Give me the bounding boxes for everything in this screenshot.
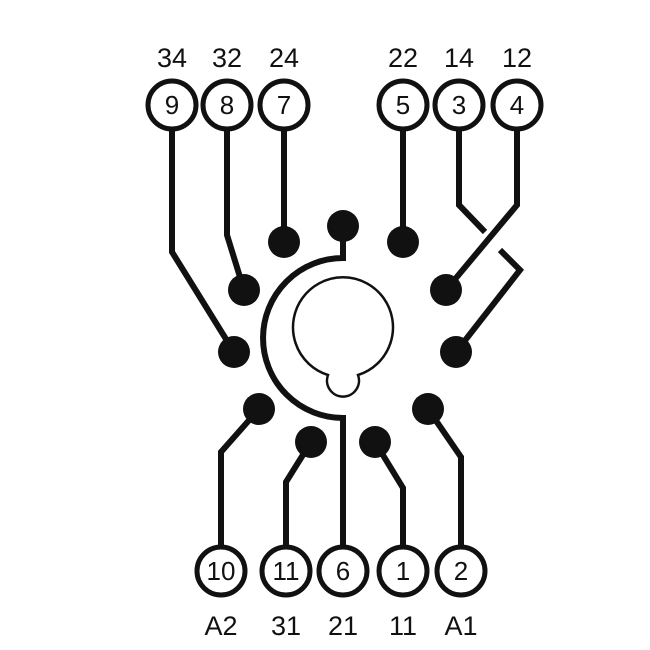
terminal-number: 10 <box>207 556 236 586</box>
terminal-circle <box>376 544 430 598</box>
pin-dot <box>430 274 462 306</box>
top-terminals: 9 34 8 32 7 24 5 22 3 14 4 12 <box>145 43 544 132</box>
pin-dot <box>228 274 260 306</box>
wire-9 <box>169 129 237 354</box>
terminal: 11 31 <box>259 544 313 641</box>
terminal: 7 24 <box>257 43 311 132</box>
terminal: 2A1 <box>434 544 488 641</box>
wire-11 <box>283 440 314 547</box>
terminal-number: 2 <box>454 556 468 586</box>
terminal-number: 6 <box>336 556 350 586</box>
terminal-label: 32 <box>212 43 242 73</box>
terminal-number: 7 <box>277 90 291 120</box>
terminal: 5 22 <box>376 43 430 132</box>
terminal-number: 5 <box>396 90 410 120</box>
pin-dot <box>218 336 250 368</box>
terminal-circle <box>200 78 254 132</box>
pin-dot <box>295 426 327 458</box>
terminal-circle <box>145 78 199 132</box>
pin-dot <box>268 226 300 258</box>
pin-dots <box>218 210 472 458</box>
terminal: 4 12 <box>490 43 544 132</box>
terminal-label: 22 <box>388 43 418 73</box>
terminal-label: 11 <box>389 611 417 641</box>
terminal: 3 14 <box>432 43 486 132</box>
pin-dot <box>243 393 275 425</box>
wire-1 <box>372 440 406 547</box>
pin-dot <box>327 210 359 242</box>
terminal-label: 21 <box>328 611 358 641</box>
terminal-number: 9 <box>165 90 179 120</box>
terminal-label: A2 <box>204 611 237 641</box>
terminal-label: 31 <box>271 611 301 641</box>
terminal-label: 14 <box>444 43 474 73</box>
terminal-number: 4 <box>510 90 524 120</box>
terminal-label: 24 <box>269 43 299 73</box>
terminal: 8 32 <box>200 43 254 132</box>
terminal-circle <box>257 78 311 132</box>
wire-10 <box>218 407 262 547</box>
terminal-circle <box>259 544 313 598</box>
pin-dot <box>440 336 472 368</box>
wire-2 <box>425 407 464 547</box>
terminal-circle <box>432 78 486 132</box>
terminal: 111 <box>376 544 430 641</box>
terminal-number: 3 <box>452 90 466 120</box>
terminal-circle <box>434 544 488 598</box>
terminal-number: 11 <box>273 556 300 586</box>
terminal: 9 34 <box>145 43 199 132</box>
terminal-label: 12 <box>502 43 532 73</box>
keyhole-outline <box>291 276 395 398</box>
terminal-circle <box>490 78 544 132</box>
pin-dot <box>359 426 391 458</box>
terminal-label: 34 <box>157 43 187 73</box>
terminal: 6 21 <box>316 544 370 641</box>
wires <box>169 129 524 547</box>
terminal-number: 1 <box>396 556 410 586</box>
terminal-number: 8 <box>220 90 234 120</box>
terminal-circle <box>316 544 370 598</box>
wire-6-common <box>260 226 346 547</box>
wire-3b <box>453 247 524 354</box>
pin-dot <box>387 226 419 258</box>
wire-3a <box>456 129 488 235</box>
pin-dot <box>412 393 444 425</box>
wire-8 <box>224 129 247 291</box>
wire-4 <box>443 129 520 292</box>
terminal-circle <box>194 544 248 598</box>
terminal-label: A1 <box>444 611 477 641</box>
terminal-circle <box>376 78 430 132</box>
